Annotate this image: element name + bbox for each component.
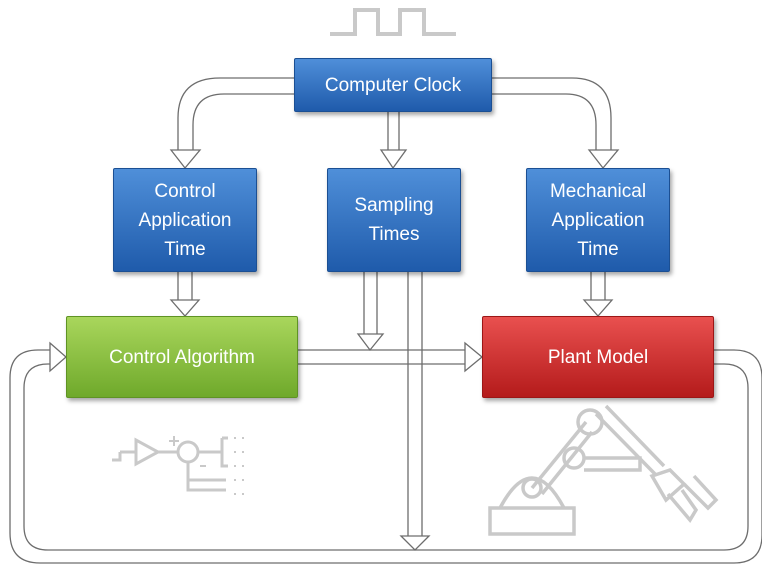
clock-signal-icon [330, 8, 456, 36]
mechanical-application-time-node[interactable]: Mechanical Application Time [526, 168, 670, 272]
arrow-clock-to-mech-time [492, 77, 620, 170]
sampling-times-node[interactable]: Sampling Times [327, 168, 461, 272]
plant-model-node[interactable]: Plant Model [482, 316, 714, 398]
control-application-time-node[interactable]: Control Application Time [113, 168, 257, 272]
arrow-sampling-to-algorithm [356, 272, 385, 352]
arrow-feedback-loop [9, 341, 762, 564]
robot-arm-icon [488, 404, 719, 536]
control-loop-icon [112, 436, 244, 495]
control-algorithm-node[interactable]: Control Algorithm [66, 316, 298, 398]
arrow-clock-to-control-time [169, 77, 294, 170]
arrow-control-time-to-algorithm [169, 272, 201, 317]
arrow-mech-time-to-plant [582, 272, 614, 317]
arrow-clock-to-sampling [379, 112, 408, 170]
computer-clock-node[interactable]: Computer Clock [294, 58, 492, 112]
arrow-algorithm-to-plant [298, 341, 484, 373]
arrow-sampling-to-feedback [399, 272, 431, 551]
